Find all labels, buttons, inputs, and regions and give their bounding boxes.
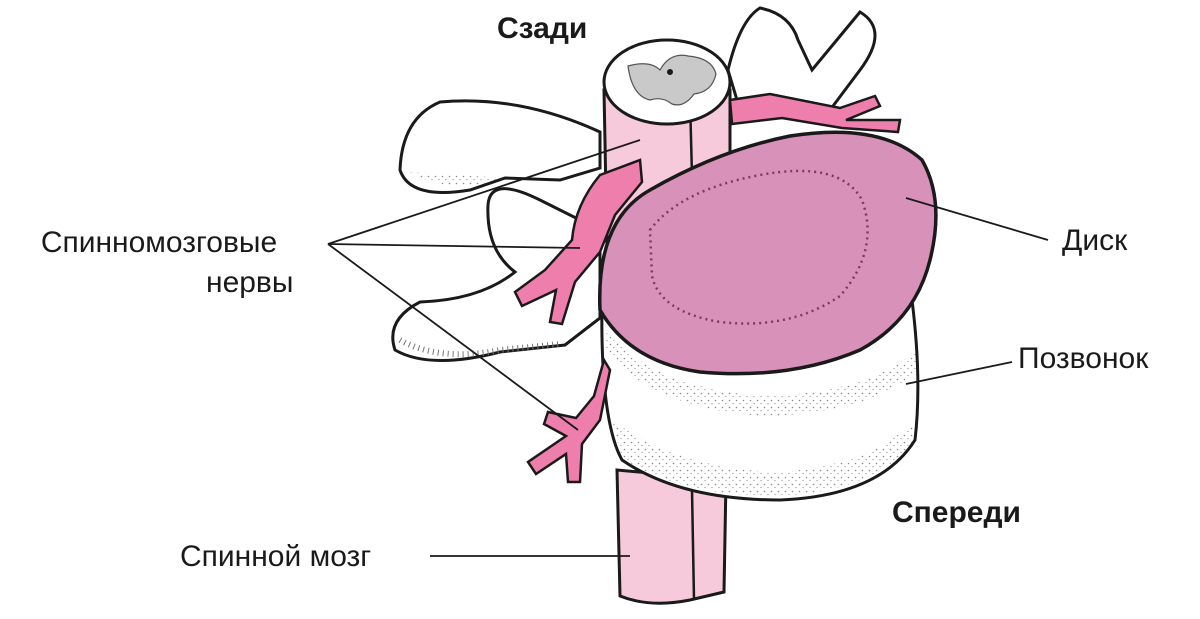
vertebra-pointer: [905, 361, 1013, 385]
pointer-lines: [327, 139, 1049, 557]
vertebral-arch: [391, 6, 877, 363]
left-upper-nerve: [513, 158, 644, 326]
nerves-pointer-3: [327, 243, 579, 431]
upper-process: [726, 6, 877, 120]
gray-matter: [627, 54, 717, 106]
nerves-pointer-1: [327, 139, 641, 245]
posterior-label: Сзади: [497, 12, 588, 45]
left-articular-process: [391, 187, 602, 363]
vertebra-label: Позвонок: [1018, 342, 1149, 375]
nerves-pointer-2: [327, 243, 581, 249]
disc-pointer: [905, 197, 1049, 241]
upper-right-nerve: [728, 92, 902, 134]
spinal-nerves: [513, 92, 902, 484]
intervertebral-disc: [597, 130, 938, 376]
nerves-label-line2: нервы: [206, 266, 294, 299]
lower-spinal-cord: [615, 468, 728, 605]
anterior-label: Спереди: [892, 496, 1021, 529]
disc-label: Диск: [1062, 224, 1128, 257]
nucleus-pulposus: [648, 169, 869, 325]
left-lower-nerve: [526, 356, 612, 484]
nerves-label-line1: Спинномозговые: [40, 226, 278, 259]
spinal-cord-label: Спинной мозг: [180, 540, 372, 573]
